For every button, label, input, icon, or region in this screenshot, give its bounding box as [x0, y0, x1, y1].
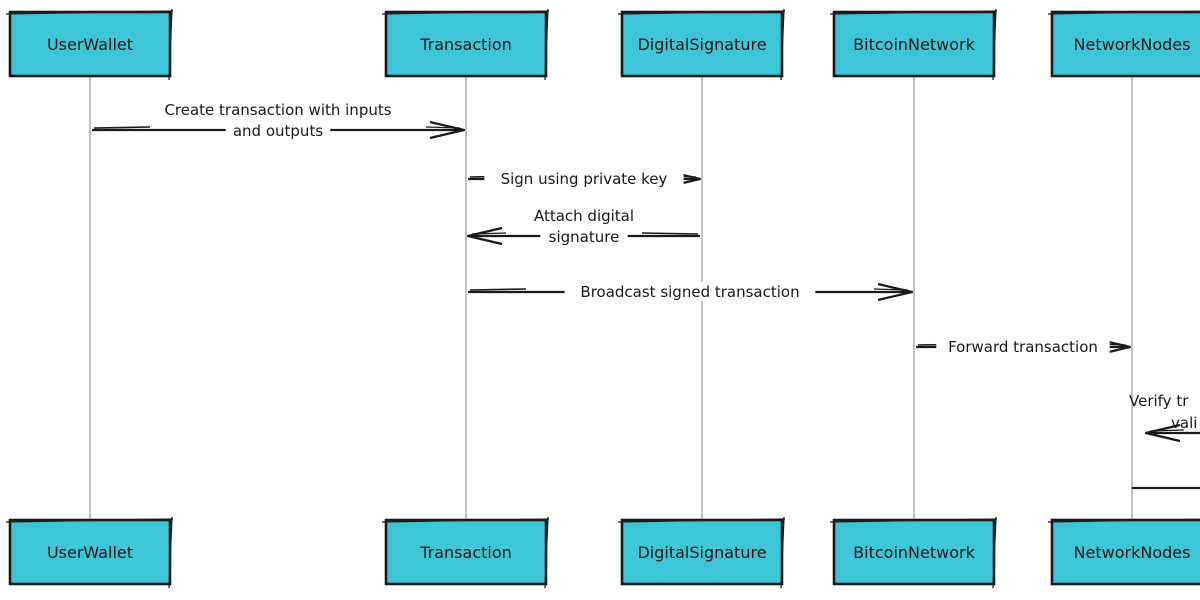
sketch-stroke	[829, 518, 998, 523]
message-label: Forward transaction	[948, 338, 1098, 356]
message-label: Create transaction with inputs	[164, 101, 391, 119]
participant-label-top: BitcoinNetwork	[853, 35, 975, 54]
sketch-stroke	[93, 126, 151, 129]
sketch-stroke	[992, 516, 997, 589]
sketch-stroke	[641, 232, 699, 235]
sketch-stroke	[381, 10, 550, 15]
label-background	[564, 282, 816, 301]
message-label: Attach digital	[534, 207, 634, 225]
sketch-stroke	[425, 126, 461, 129]
arrowhead	[1144, 423, 1181, 443]
sketch-stroke	[5, 10, 174, 15]
sketch-stroke	[1047, 518, 1200, 523]
message-label: vali	[1171, 414, 1197, 432]
sketch-stroke	[544, 516, 549, 589]
sketch-stroke	[471, 232, 507, 235]
sketch-stroke	[992, 8, 997, 81]
sketch-stroke	[617, 10, 786, 15]
participant-box-top-networknodes	[1050, 10, 1200, 78]
message-label: Sign using private key	[501, 170, 668, 188]
participant-label-top: UserWallet	[47, 35, 133, 54]
participant-label-bottom: UserWallet	[47, 543, 133, 562]
sketch-stroke	[780, 8, 785, 81]
sketch-stroke	[168, 516, 173, 589]
message-label: Verify tr	[1129, 392, 1189, 410]
participant-label-bottom: BitcoinNetwork	[853, 543, 975, 562]
sketch-stroke	[1047, 10, 1200, 15]
message-label: signature	[549, 228, 620, 246]
participant-label-top: Transaction	[419, 35, 512, 54]
sketch-stroke	[1149, 429, 1185, 432]
label-background	[484, 169, 684, 188]
sketch-stroke	[469, 288, 527, 291]
participant-label-bottom: NetworkNodes	[1074, 543, 1191, 562]
participant-box-bottom-userwallet	[8, 518, 172, 586]
label-background	[518, 206, 650, 225]
sketch-stroke	[381, 518, 550, 523]
participant-label-bottom: Transaction	[419, 543, 512, 562]
participant-label-top: DigitalSignature	[637, 35, 766, 54]
sketch-stroke	[5, 518, 174, 523]
arrowhead	[466, 226, 503, 246]
sketch-stroke	[780, 516, 785, 589]
participant-label-top: NetworkNodes	[1074, 35, 1191, 54]
arrowhead	[877, 282, 914, 302]
message-label: Broadcast signed transaction	[580, 283, 799, 301]
sketch-stroke	[873, 288, 909, 291]
participant-label-bottom: DigitalSignature	[637, 543, 766, 562]
participant-box-bottom-transaction	[384, 518, 548, 586]
participant-box-bottom-bitcoinnetwork	[832, 518, 996, 586]
sketch-stroke	[544, 8, 549, 81]
message-label: and outputs	[233, 122, 323, 140]
sketch-stroke	[617, 518, 786, 523]
label-background	[540, 227, 628, 246]
label-background	[225, 121, 331, 140]
arrowhead	[429, 120, 466, 140]
sketch-stroke	[829, 10, 998, 15]
sketch-stroke	[168, 8, 173, 81]
participant-box-top-digitalsignature	[620, 10, 784, 78]
participant-box-bottom-digitalsignature	[620, 518, 784, 586]
label-background	[936, 337, 1110, 356]
label-background	[144, 100, 412, 119]
